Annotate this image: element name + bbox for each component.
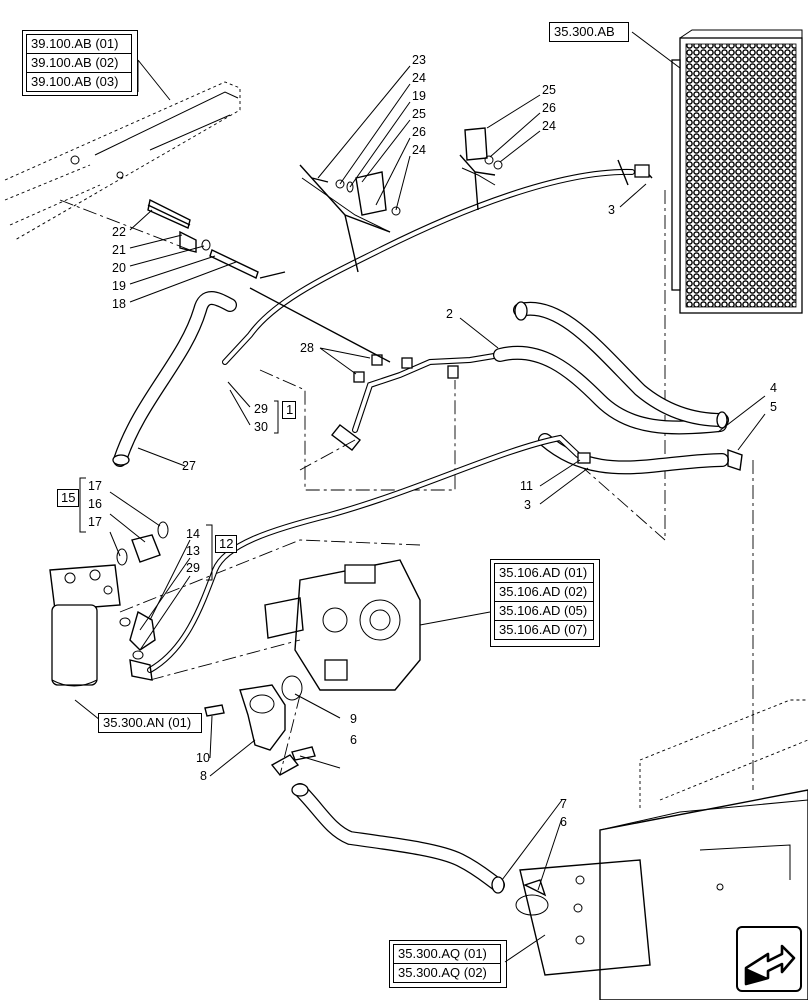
ref-radiator[interactable]: 35.300.AB <box>549 22 629 42</box>
callout-23: 23 <box>412 53 426 67</box>
callout-10: 10 <box>196 751 210 765</box>
hardware-stack-left <box>147 198 259 279</box>
ref-chassis-01[interactable]: 39.100.AB (01) <box>26 34 132 54</box>
elbow-fitting-8 <box>204 675 316 776</box>
radiator <box>671 29 803 314</box>
callout-13: 13 <box>186 544 200 558</box>
callout-14: 14 <box>186 527 200 541</box>
callout-30: 30 <box>254 420 268 434</box>
callout-2: 2 <box>446 307 453 321</box>
ref-filter[interactable]: 35.300.AN (01) <box>98 713 202 733</box>
frame-lower-right <box>519 699 808 1000</box>
callout-26: 26 <box>412 125 426 139</box>
callout-6: 6 <box>560 815 567 829</box>
bracket-reference-group <box>389 940 507 988</box>
callout-29: 29 <box>186 561 200 575</box>
ref-pump-02[interactable]: 35.106.AD (02) <box>494 582 594 602</box>
callout-24: 24 <box>542 119 556 133</box>
upper-tube <box>222 159 653 365</box>
callout-22: 22 <box>112 225 126 239</box>
callout-21: 21 <box>112 243 126 257</box>
lower-tube-13 <box>147 434 591 673</box>
callout-24: 24 <box>412 143 426 157</box>
callout-3: 3 <box>608 203 615 217</box>
hardware-stack-mid <box>301 171 401 233</box>
callout-19: 19 <box>412 89 426 103</box>
hose-27 <box>112 291 237 467</box>
next-page-arrow-icon[interactable] <box>736 926 802 992</box>
callout-numbers: 23 24 19 25 26 24 25 26 24 22 21 20 19 1… <box>88 53 777 829</box>
callout-17: 17 <box>88 515 102 529</box>
chassis-reference-group <box>22 30 138 96</box>
chassis-rail <box>4 81 241 241</box>
callout-19: 19 <box>112 279 126 293</box>
hardware-stack-right <box>461 127 503 186</box>
callout-11: 11 <box>520 479 533 493</box>
callout-20: 20 <box>112 261 126 275</box>
leader-centerlines <box>59 190 754 790</box>
callout-5: 5 <box>770 400 777 414</box>
ref-pump-05[interactable]: 35.106.AD (05) <box>494 601 594 621</box>
fitting-16 <box>116 521 169 566</box>
callout-8: 8 <box>200 769 207 783</box>
callout-6: 6 <box>350 733 357 747</box>
ref-chassis-03[interactable]: 39.100.AB (03) <box>26 72 132 92</box>
callout-3: 3 <box>524 498 531 512</box>
pump-assembly <box>264 559 421 691</box>
callout-27: 27 <box>182 459 196 473</box>
group-number-1[interactable]: 1 <box>282 401 296 419</box>
callout-26: 26 <box>542 101 556 115</box>
manifold-tube-2 <box>331 352 503 451</box>
callout-24: 24 <box>412 71 426 85</box>
hose-4 <box>493 301 743 475</box>
callout-4: 4 <box>770 381 777 395</box>
elbow-fitting-29 <box>119 610 156 681</box>
hose-7 <box>291 783 505 894</box>
callout-9: 9 <box>350 712 357 726</box>
group-number-12[interactable]: 12 <box>215 535 237 553</box>
callout-25: 25 <box>542 83 556 97</box>
callout-17: 17 <box>88 479 102 493</box>
callout-7: 7 <box>560 797 567 811</box>
callout-16: 16 <box>88 497 102 511</box>
filter-assembly <box>49 564 121 687</box>
pump-reference-group <box>490 559 600 647</box>
group-number-15[interactable]: 15 <box>57 489 79 507</box>
ref-bracket-02[interactable]: 35.300.AQ (02) <box>393 963 501 983</box>
callout-28: 28 <box>300 341 314 355</box>
callout-18: 18 <box>112 297 126 311</box>
ref-pump-07[interactable]: 35.106.AD (07) <box>494 620 594 640</box>
hose-clamp-6 <box>515 879 549 916</box>
ref-chassis-02[interactable]: 39.100.AB (02) <box>26 53 132 73</box>
ref-pump-01[interactable]: 35.106.AD (01) <box>494 563 594 583</box>
callout-29: 29 <box>254 402 268 416</box>
leader-lines <box>74 31 766 963</box>
group-brackets <box>79 400 279 581</box>
callout-25: 25 <box>412 107 426 121</box>
ref-bracket-01[interactable]: 35.300.AQ (01) <box>393 944 501 964</box>
